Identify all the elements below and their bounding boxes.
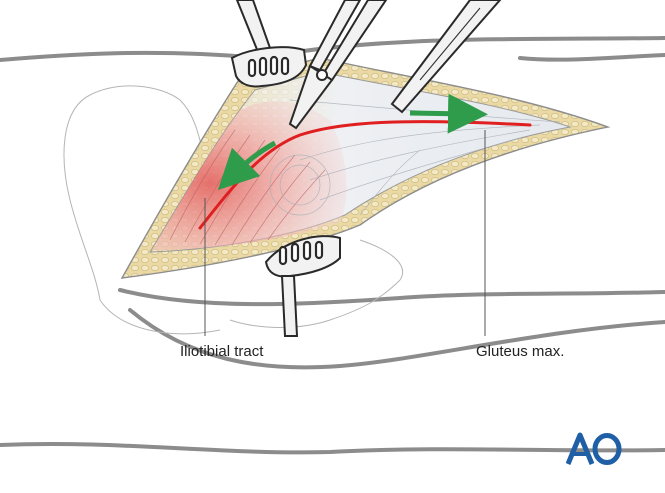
arrow-right [409,93,488,134]
ao-logo: AO [565,432,622,466]
rake-retractor-icon [264,235,341,337]
fascia-lines [269,99,561,216]
label-gluteus-max: Gluteus max. [476,343,565,360]
leader-lines [204,130,486,336]
scissors-icon [288,0,388,130]
label-iliotibial-tract: Iliotibial tract [180,343,264,360]
arrow-left-down [217,140,277,191]
rake-retractor-icon [230,0,308,88]
forceps-icon [390,0,502,114]
